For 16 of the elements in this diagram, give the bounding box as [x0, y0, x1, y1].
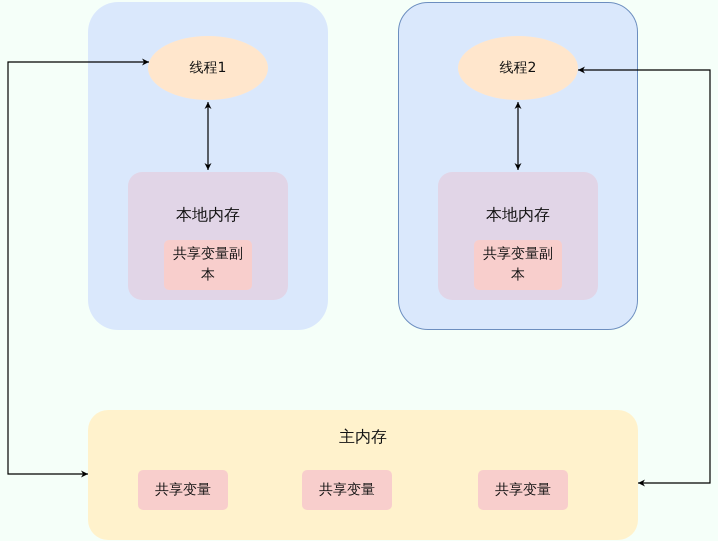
thread-ellipse: 线程2: [458, 36, 578, 100]
variable-box: 共享变量: [138, 470, 228, 510]
arrow: [7, 58, 149, 478]
thread-panel: [398, 2, 638, 330]
arrow: [578, 66, 711, 486]
thread-ellipse: 线程1: [148, 36, 268, 100]
variable-box: 共享变量: [478, 470, 568, 510]
variable-box: 共享变量: [302, 470, 392, 510]
main-memory-box: 主内存 共享变量 共享变量 共享变量: [88, 410, 638, 540]
thread-panel: [88, 2, 328, 330]
local-memory-box: 本地内存 共享变量副本: [128, 172, 288, 300]
arrow: [514, 102, 522, 170]
arrow: [204, 102, 212, 170]
variable-box: 共享变量副本: [164, 240, 252, 290]
local-memory-box: 本地内存 共享变量副本: [438, 172, 598, 300]
variable-box: 共享变量副本: [474, 240, 562, 290]
